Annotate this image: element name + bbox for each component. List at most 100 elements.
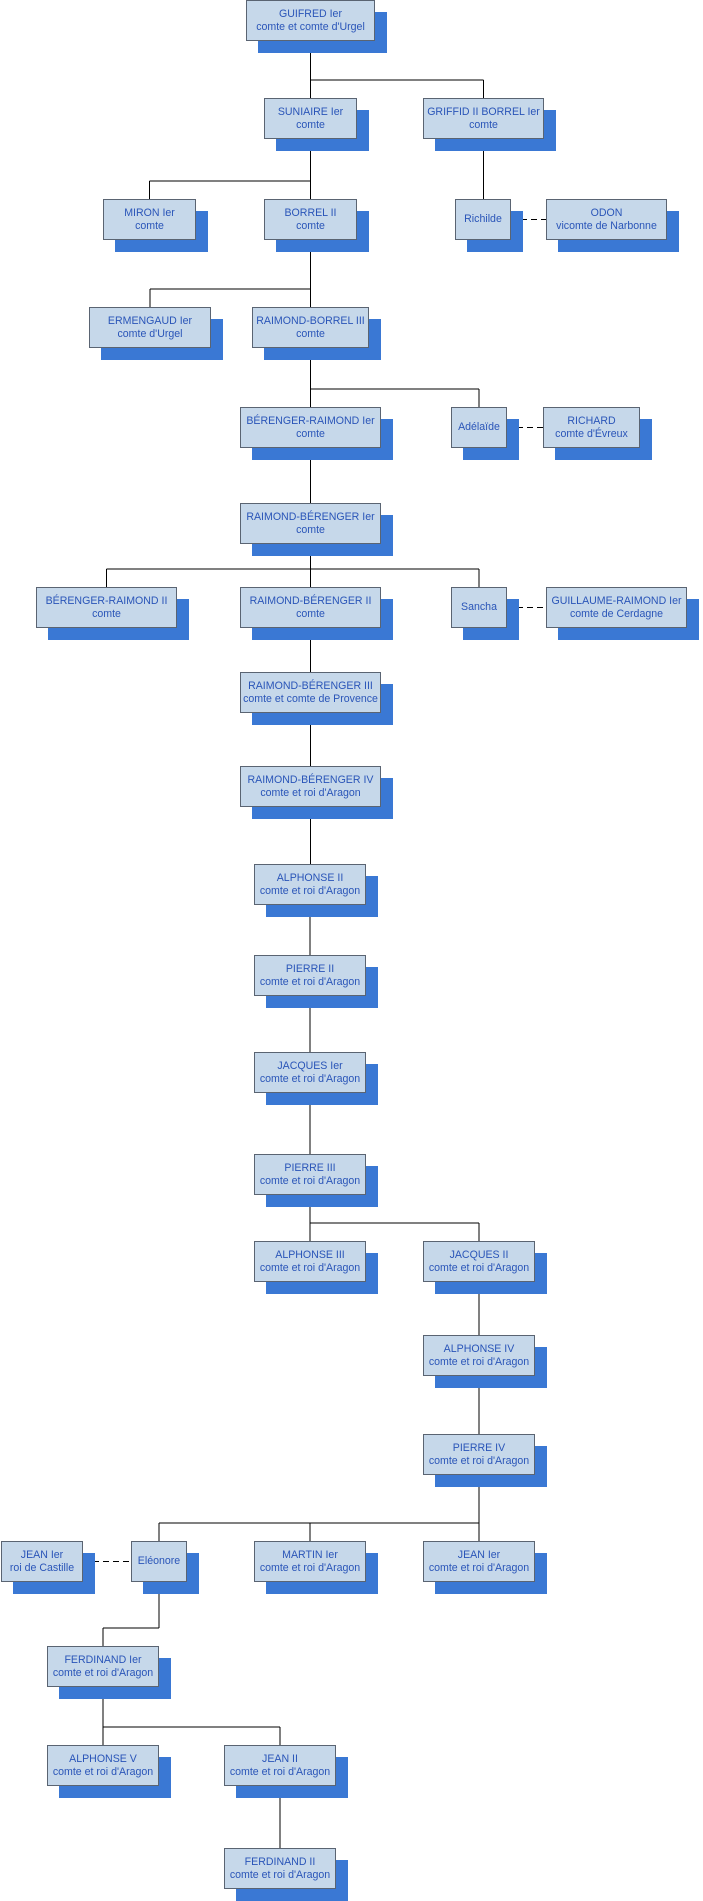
person-name: Adélaïde: [458, 421, 500, 433]
person-name: ALPHONSE II: [276, 871, 344, 884]
person-name: JACQUES Ier: [277, 1059, 343, 1072]
person-name: RAIMOND-BÉRENGER Ier: [246, 510, 375, 523]
person-title: vicomte de Narbonne: [556, 219, 657, 232]
person-title: comte et roi d'Aragon: [259, 1072, 361, 1085]
person-title: comte et roi d'Aragon: [260, 786, 361, 799]
person-name: RICHARD: [567, 414, 616, 427]
person-name: JEAN Ier: [20, 1548, 64, 1561]
person-title: comte d'Évreux: [555, 427, 628, 440]
person-name: RAIMOND-BÉRENGER III: [248, 679, 373, 692]
person-title: comte d'Urgel: [117, 327, 183, 340]
person-title: comte et comte de Provence: [243, 692, 378, 705]
person-node-adelaide: Adélaïde: [451, 407, 519, 460]
person-name: JEAN II: [262, 1752, 298, 1765]
person-node-sancha: Sancha: [451, 587, 519, 640]
person-title: comte et roi d'Aragon: [52, 1765, 154, 1778]
person-name: PIERRE II: [285, 962, 335, 975]
person-name: PIERRE IV: [452, 1441, 506, 1454]
node-box: Richilde: [455, 199, 511, 240]
person-name: PIERRE III: [284, 1161, 336, 1174]
person-title: comte: [296, 607, 325, 620]
person-name: Eléonore: [137, 1555, 181, 1567]
person-title: comte: [469, 118, 498, 131]
person-title: comte et roi d'Aragon: [428, 1454, 530, 1467]
person-title: comte: [135, 219, 164, 232]
person-title: roi de Castille: [9, 1561, 75, 1574]
person-title: comte: [296, 327, 325, 340]
node-box: Adélaïde: [451, 407, 507, 448]
person-name: RAIMOND-BORREL III: [256, 314, 365, 327]
person-title: comte et comte d'Urgel: [256, 20, 365, 33]
person-name: GUIFRED Ier: [279, 7, 342, 20]
person-title: comte et roi d'Aragon: [259, 884, 361, 897]
person-name: ALPHONSE IV: [443, 1342, 515, 1355]
person-title: comte et roi d'Aragon: [428, 1561, 530, 1574]
person-name: ALPHONSE V: [69, 1752, 137, 1765]
person-title: comte et roi d'Aragon: [259, 1174, 361, 1187]
person-title: comte: [296, 118, 325, 131]
person-name: RAIMOND-BÉRENGER IV: [247, 773, 374, 786]
person-name: ERMENGAUD Ier: [107, 314, 193, 327]
person-name: BÉRENGER-RAIMOND II: [45, 594, 168, 607]
person-title: comte et roi d'Aragon: [259, 1561, 361, 1574]
person-name: BORREL II: [284, 206, 337, 219]
person-title: comte et roi d'Aragon: [229, 1765, 331, 1778]
person-title: comte: [296, 219, 325, 232]
person-title: comte et roi d'Aragon: [428, 1355, 530, 1368]
person-name: SUNIAIRE Ier: [277, 105, 344, 118]
person-name: GRIFFID II BORREL Ier: [427, 105, 540, 118]
person-name: BÉRENGER-RAIMOND Ier: [246, 414, 375, 427]
person-name: RAIMOND-BÉRENGER II: [249, 594, 372, 607]
person-name: ALPHONSE III: [275, 1248, 345, 1261]
node-box: Sancha: [451, 587, 507, 628]
person-title: comte de Cerdagne: [569, 607, 664, 620]
